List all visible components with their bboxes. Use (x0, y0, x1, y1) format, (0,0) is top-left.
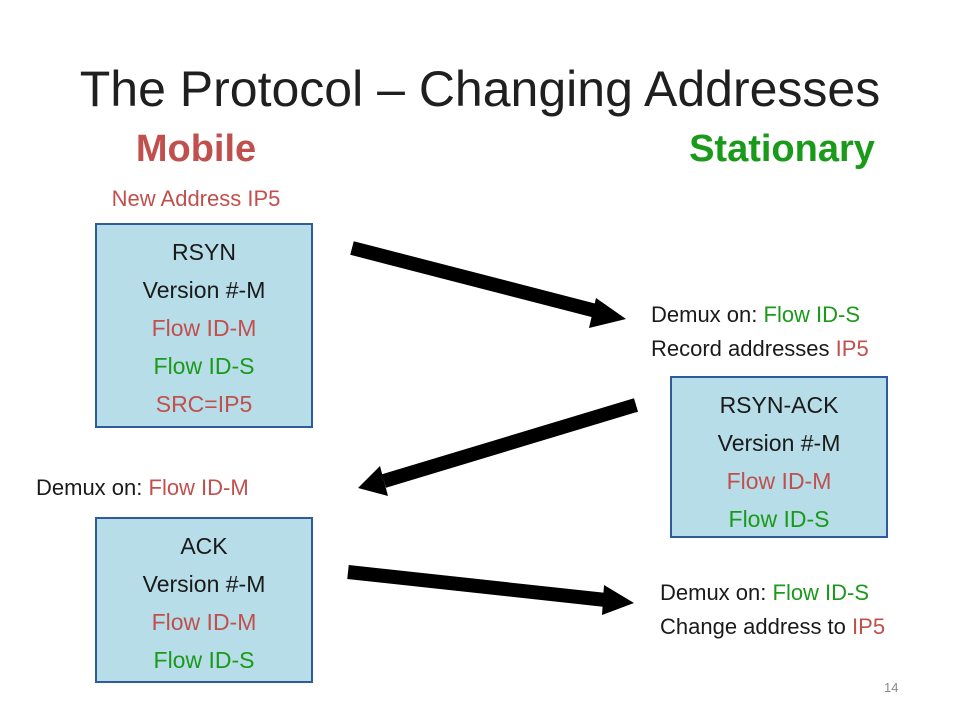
demux-value: Flow ID-M (148, 475, 249, 500)
rsyn-src: SRC=IP5 (155, 391, 253, 417)
record-line: Record addresses IP5 (651, 332, 869, 366)
demux-line: Demux on: Flow ID-S (660, 576, 885, 610)
record-prefix: Record addresses (651, 336, 836, 361)
ack-flow-id-m: Flow ID-M (151, 609, 257, 635)
stationary-note-rsyn: Demux on: Flow ID-S Record addresses IP5 (651, 298, 869, 366)
rsyn-flow-id-m: Flow ID-M (151, 315, 257, 341)
slide-title: The Protocol – Changing Addresses (79, 61, 881, 117)
demux-prefix: Demux on: (36, 475, 149, 500)
demux-line: Demux on: Flow ID-S (651, 298, 869, 332)
page-number: 14 (884, 680, 899, 695)
record-value: IP5 (835, 336, 869, 361)
stationary-heading: Stationary (689, 128, 875, 170)
rsyn-version: Version #-M (142, 277, 266, 303)
rsyn-type: RSYN (172, 239, 236, 265)
demux-value: Flow ID-S (772, 580, 870, 605)
demux-value: Flow ID-S (763, 302, 861, 327)
demux-prefix: Demux on: (660, 580, 773, 605)
rsyn-ack-flow-id-s: Flow ID-S (728, 506, 830, 532)
rsyn-flow-id-s: Flow ID-S (153, 353, 255, 379)
mobile-note-rsyn-ack: Demux on: Flow ID-M (36, 471, 249, 505)
rsyn-ack-flow-id-m: Flow ID-M (726, 468, 832, 494)
rsyn-ack-message-box: RSYN-ACK Version #-M Flow ID-M Flow ID-S (670, 376, 888, 538)
new-address-label: New Address IP5 (111, 186, 281, 211)
demux-prefix: Demux on: (651, 302, 764, 327)
change-prefix: Change address to (660, 614, 853, 639)
change-value: IP5 (852, 614, 886, 639)
ack-flow-id-s: Flow ID-S (153, 647, 255, 673)
rsyn-ack-arrow (358, 398, 639, 496)
rsyn-ack-version: Version #-M (717, 430, 841, 456)
stationary-note-ack: Demux on: Flow ID-S Change address to IP… (660, 576, 885, 644)
change-line: Change address to IP5 (660, 610, 885, 644)
rsyn-message-box: RSYN Version #-M Flow ID-M Flow ID-S SRC… (95, 223, 313, 428)
mobile-heading: Mobile (135, 128, 257, 170)
ack-message-box: ACK Version #-M Flow ID-M Flow ID-S (95, 517, 313, 683)
ack-version: Version #-M (142, 571, 266, 597)
ack-type: ACK (180, 533, 228, 559)
ack-arrow (347, 565, 634, 615)
rsyn-ack-type: RSYN-ACK (719, 392, 839, 418)
rsyn-arrow (350, 241, 626, 328)
